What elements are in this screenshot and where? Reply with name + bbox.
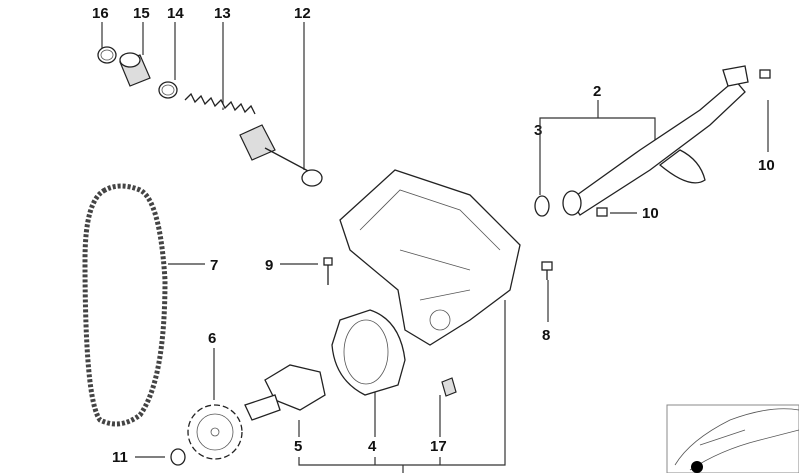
inner-rotor-shaft-5 — [244, 364, 326, 421]
label-13[interactable]: 13 — [214, 5, 231, 22]
valve-piston-12 — [239, 124, 323, 187]
circlip-16 — [97, 46, 117, 64]
piston-15 — [119, 52, 151, 87]
o-ring-3 — [534, 195, 550, 217]
vehicle-locator-thumbnail — [666, 404, 799, 473]
chain-7 — [82, 183, 168, 427]
nut-11 — [170, 448, 186, 466]
label-15[interactable]: 15 — [133, 5, 150, 22]
label-16[interactable]: 16 — [92, 5, 109, 22]
bolt-8 — [541, 261, 553, 280]
label-4[interactable]: 4 — [368, 438, 377, 455]
outer-rotor-4 — [331, 309, 406, 396]
label-2[interactable]: 2 — [593, 83, 601, 100]
oil-pump-housing — [339, 169, 521, 346]
label-3[interactable]: 3 — [534, 122, 542, 139]
label-12[interactable]: 12 — [294, 5, 311, 22]
suction-pipe-2 — [562, 65, 749, 216]
label-8[interactable]: 8 — [542, 327, 550, 344]
spring-13 — [184, 92, 256, 115]
label-7[interactable]: 7 — [210, 257, 218, 274]
label-5[interactable]: 5 — [294, 438, 302, 455]
label-9[interactable]: 9 — [265, 257, 273, 274]
label-10-top[interactable]: 10 — [758, 157, 775, 174]
bolt-9 — [323, 257, 333, 285]
dowel-17 — [441, 377, 457, 397]
label-10-bottom[interactable]: 10 — [642, 205, 659, 222]
location-marker-icon — [691, 461, 703, 473]
label-17[interactable]: 17 — [430, 438, 447, 455]
label-14[interactable]: 14 — [167, 5, 184, 22]
bolt-10-top — [759, 69, 771, 79]
bolt-10-bottom — [596, 207, 608, 217]
sprocket-6 — [187, 404, 243, 460]
label-11[interactable]: 11 — [112, 449, 128, 466]
leader-lines — [101, 22, 769, 473]
label-6[interactable]: 6 — [208, 330, 216, 347]
o-ring-14 — [158, 81, 178, 99]
